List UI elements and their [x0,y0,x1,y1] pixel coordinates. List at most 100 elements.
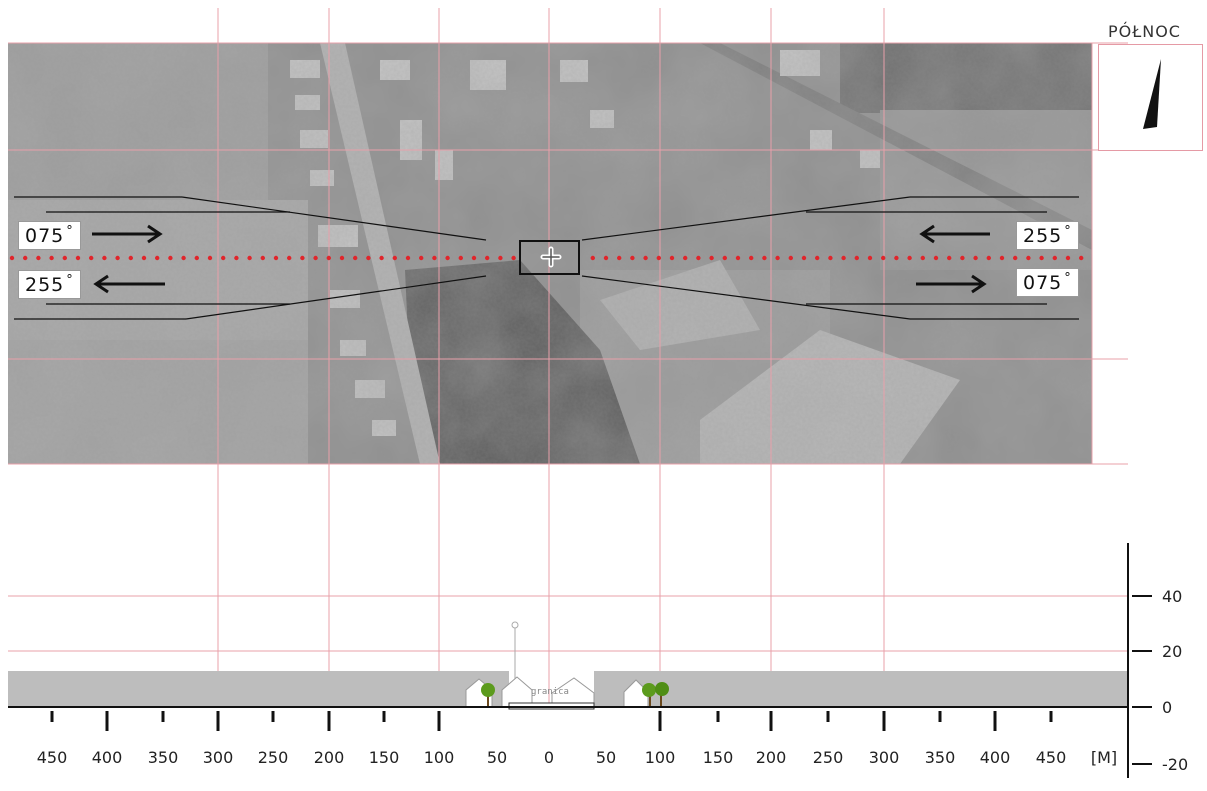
centerline-dot [128,255,133,261]
distance-tick-label: 350 [925,748,956,767]
distance-tick-label: 400 [980,748,1011,767]
centerline-dot [867,255,873,261]
centerline-dot [735,255,741,261]
centerline-dot [339,255,345,261]
elevation-profile: granica [8,621,1128,710]
centerline-dot [75,255,81,261]
elevation-tick-label: -20 [1162,755,1188,774]
centerline-dot [973,255,978,261]
centerline-dot [471,255,477,261]
distance-tick-label: 100 [645,748,676,767]
airport-reference-point-icon [519,240,580,275]
centerline-dot [379,255,384,261]
centerline-dot [9,255,15,261]
centerline-dot [353,255,358,261]
heading-label-right-bottom: 075° [1016,268,1079,297]
distance-unit-label: [M] [1091,748,1117,767]
north-label: PÓŁNOC [1108,22,1181,41]
centerline-dot [656,255,661,261]
centerline-dot [709,255,714,261]
centerline-dot [894,255,899,261]
centerline-dot [828,255,833,261]
centerline-dot [920,255,925,261]
distance-tick-label: 250 [813,748,844,767]
approach-surface-edge [581,196,911,241]
profile-band-left [8,671,509,707]
centerline-dot [603,255,609,261]
distance-tick-label: 350 [148,748,179,767]
distance-tick-label: 300 [203,748,234,767]
centerline-dot [907,255,912,261]
centerline-dot [207,255,213,261]
centerline-dot [168,255,173,261]
north-arrow-box [1098,44,1203,151]
centerline-dot [234,255,239,261]
north-arrow-icon [1143,59,1161,129]
centerline-dot [300,255,305,261]
approach-surfaces [14,196,1079,320]
distance-tick-label: 50 [487,748,507,767]
centerline-dot [775,255,780,261]
heading-label-left-bottom: 255° [18,270,81,299]
centerline-dot [273,255,279,261]
centerline-dot [960,255,965,261]
centerline-dot [511,255,516,261]
centerline-dot [23,255,28,261]
centerline-dot [630,255,635,261]
tree-icon [481,683,495,707]
arrow-right-head [147,224,163,244]
centerline-dot [498,255,503,261]
centerline-dot [392,255,397,261]
centerline-dot [815,255,820,261]
centerline-dot [287,255,292,261]
centerline-dot [1052,255,1058,261]
distance-tick-label: 150 [369,748,400,767]
centerline-dot [947,255,952,261]
centerline-dot [1065,255,1071,261]
approach-surface-edge [185,275,487,320]
centerline-dot [102,255,107,261]
distance-tick-label: 400 [92,748,123,767]
tree-icon [642,682,669,707]
distance-tick-label: 300 [869,748,900,767]
centerline-dot [62,255,67,261]
centerline-dot [247,255,252,261]
arrow-right-head [971,274,987,294]
distance-tick-label: 200 [756,748,787,767]
centerline-dot [788,255,793,261]
centerline-dot [669,255,675,261]
grid-lines [8,8,1128,708]
distance-tick-label: 150 [703,748,734,767]
centerline-dot [405,255,411,261]
centerline-dot [933,255,939,261]
centerline-dot [590,255,595,261]
centerline-dot [617,255,622,261]
distance-tick-label: 450 [37,748,68,767]
heading-label-right-top: 255° [1016,221,1079,250]
centerline-dot [841,255,846,261]
profile-band-right [594,671,1128,707]
arrow-left-head [919,224,935,244]
elevation-tick-label: 20 [1162,642,1182,661]
distance-tick-label: 450 [1036,748,1067,767]
centerline-dot [260,255,265,261]
approach-surface-edge [181,196,487,241]
distance-tick-label: 0 [544,748,554,767]
centerline-dot [696,255,701,261]
profile-text: granica [531,687,569,697]
direction-arrows [92,224,990,294]
elevation-tick-label: 40 [1162,587,1182,606]
centerline-dot [36,255,41,261]
centerline-dot [1026,255,1031,261]
centerline-dot [749,255,754,261]
distance-tick-label: 200 [314,748,345,767]
centerline-dot [458,255,463,261]
centerline-dot [999,255,1005,261]
centerline-dot [366,255,371,261]
centerline-dot [485,255,490,261]
centerline-dot [722,255,727,261]
centerline-dot [194,255,199,261]
